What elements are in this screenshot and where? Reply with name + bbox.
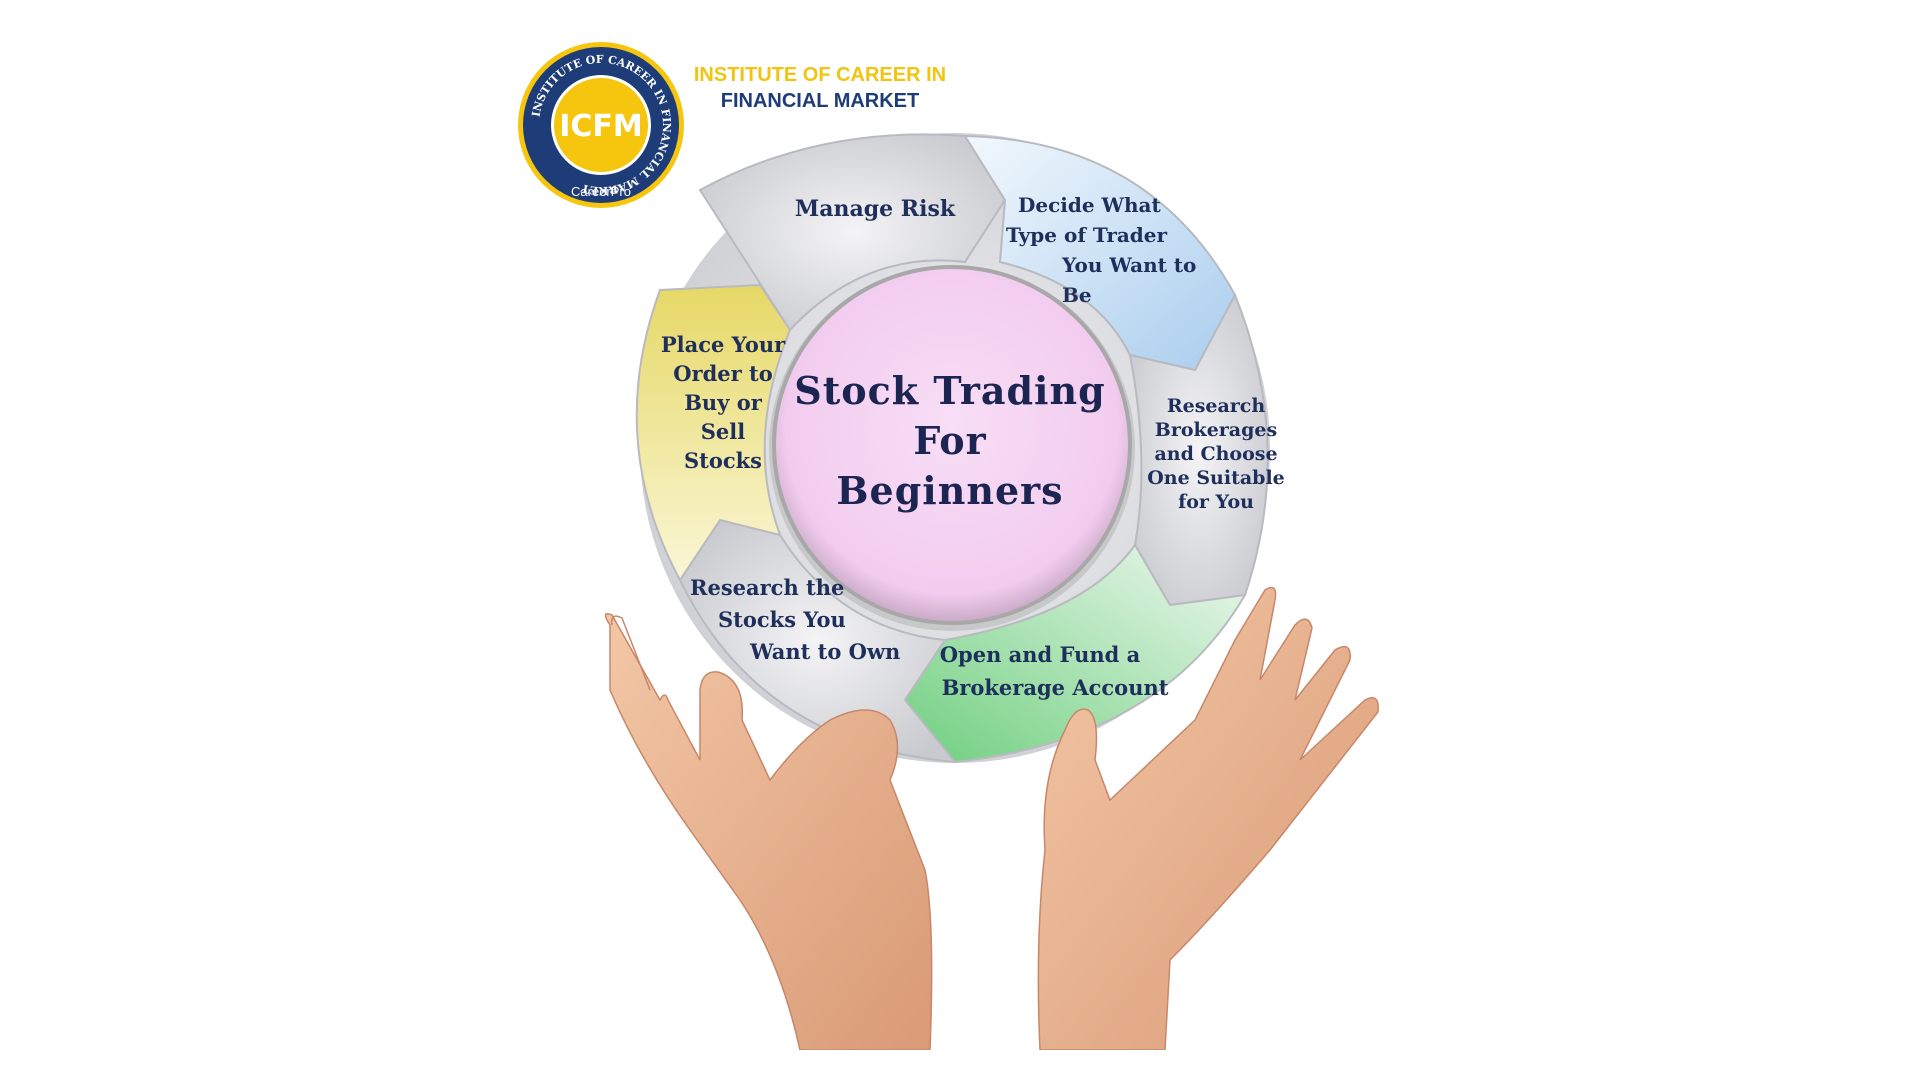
center-title: Stock Trading For Beginners (770, 366, 1130, 516)
icfm-logo: INSTITUTE OF CAREER IN FINANCIAL MARKET … (518, 42, 684, 208)
right-hand (1037, 586, 1379, 1050)
step-label-decide-trader-type: Decide What Type of Trader You Want to B… (1006, 193, 1197, 307)
organization-name-line2: FINANCIAL MARKET (720, 90, 920, 112)
step-label-manage-risk: Manage Risk (794, 196, 956, 222)
step-label-research-stocks: Research the Stocks You Want to Own (690, 575, 901, 664)
center-title-line: Stock Trading (794, 368, 1106, 413)
organization-name-line1: INSTITUTE OF CAREER IN (693, 64, 947, 86)
center-circle (772, 265, 1132, 625)
step-label-open-fund-account: Open and Fund a Brokerage Account (939, 642, 1169, 700)
logo-badge-text: ICFM (559, 109, 643, 144)
step-label-place-order: Place Your Order to Buy or Sell Stocks (660, 332, 786, 473)
cycle-diagram (635, 133, 1270, 764)
segment-place-order (635, 283, 792, 582)
organization-name: INSTITUTE OF CAREER IN FINANCIAL MARKET (680, 62, 960, 114)
center-title-line: For (913, 418, 987, 463)
left-hand (604, 613, 933, 1050)
step-label-research-brokerages: Research Brokerages and Choose One Suita… (1147, 395, 1285, 513)
logo-inner-disc (554, 78, 648, 172)
supporting-hands-image (604, 586, 1379, 1050)
logo-sub-text: CareerPro (571, 184, 631, 199)
center-title-line: Beginners (836, 468, 1064, 513)
